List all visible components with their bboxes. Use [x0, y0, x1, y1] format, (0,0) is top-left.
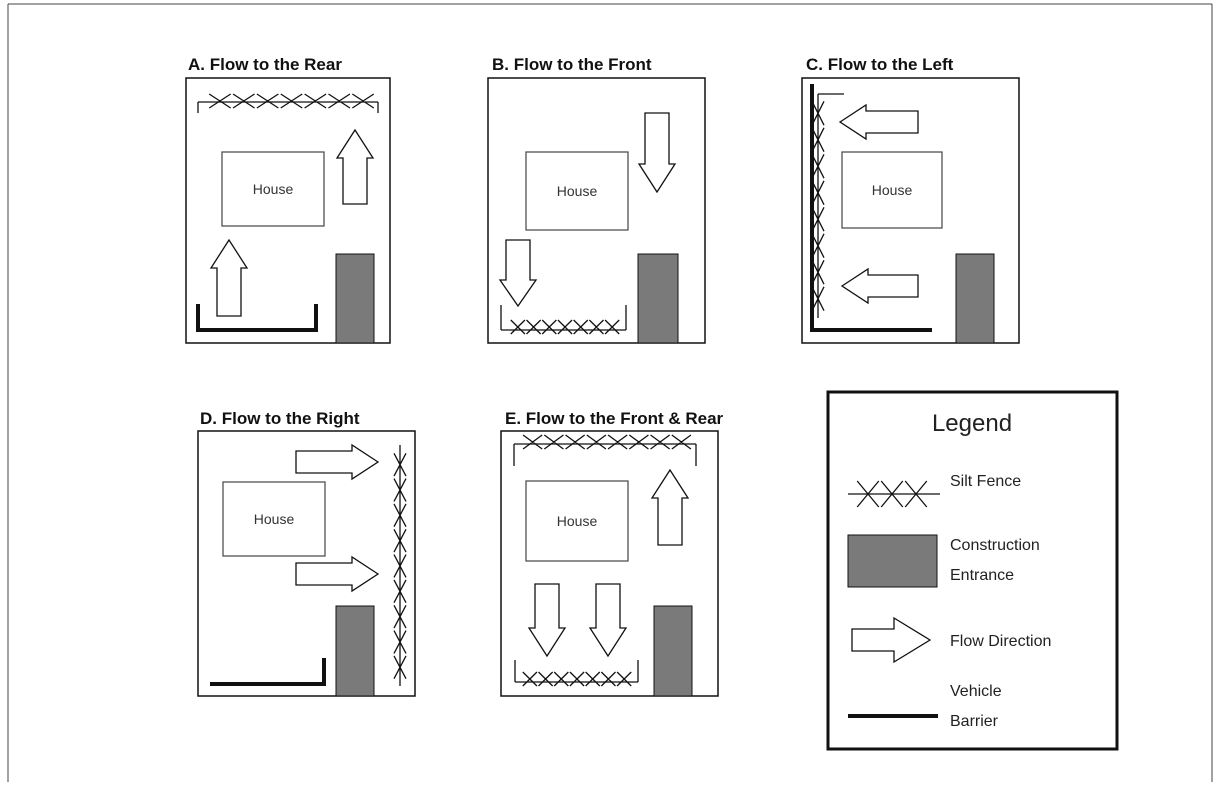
- diagram-b-title: B. Flow to the Front: [492, 55, 652, 74]
- diagram-c-vehicle-barrier: [810, 84, 932, 332]
- diagram-c-flow-arrow-left-bottom: [840, 267, 919, 305]
- diagram-c-flow-arrow-left-top: [838, 103, 919, 141]
- legend-construction-entrance-symbol: [847, 534, 938, 588]
- legend-construction-entrance-label-1: Construction: [950, 537, 1040, 554]
- diagram-d: D. Flow to the Right House: [197, 409, 416, 697]
- diagram-e-title: E. Flow to the Front & Rear: [505, 409, 724, 428]
- legend: Legend Silt Fence Construction Entrance …: [826, 390, 1119, 751]
- diagram-d-lot: [197, 430, 416, 697]
- diagram-d-house-label: House: [254, 511, 295, 527]
- legend-flow-direction-label: Flow Direction: [950, 633, 1051, 650]
- diagram-e-house: [525, 480, 629, 562]
- diagram-c-silt-fence: [811, 93, 844, 318]
- diagram-c-house: [841, 151, 943, 229]
- diagram-a-vehicle-barrier: [196, 304, 318, 332]
- diagram-c-lot: [801, 77, 1020, 344]
- legend-vehicle-barrier-label-1: Vehicle: [950, 683, 1002, 700]
- diagram-e: E. Flow to the Front & Rear House: [500, 409, 724, 697]
- diagram-d-flow-arrow-right-top: [295, 443, 380, 481]
- diagram-a-house-label: House: [253, 181, 294, 197]
- diagram-a-house: [221, 151, 325, 227]
- diagram-b-flow-arrow-down-right: [637, 112, 677, 194]
- diagram-a-construction-entrance: [335, 253, 375, 344]
- diagram-b: B. Flow to the Front House: [487, 55, 706, 344]
- legend-silt-fence-label: Silt Fence: [950, 473, 1021, 490]
- diagram-b-construction-entrance: [637, 253, 679, 344]
- diagram-c-construction-entrance: [955, 253, 995, 344]
- diagram-b-silt-fence: [500, 305, 627, 335]
- diagram-a-flow-arrow-up-left: [209, 238, 249, 317]
- legend-title: Legend: [932, 410, 1012, 437]
- diagram-e-house-label: House: [557, 513, 598, 529]
- diagram-b-flow-arrow-down-left: [498, 239, 538, 308]
- legend-construction-entrance-label-2: Entrance: [950, 567, 1014, 584]
- legend-flow-direction-symbol: [851, 616, 932, 664]
- diagram-b-house-label: House: [557, 183, 598, 199]
- diagram-a-title: A. Flow to the Rear: [188, 55, 342, 74]
- diagram-c-title: C. Flow to the Left: [806, 55, 954, 74]
- diagram-e-silt-fence-rear: [513, 434, 697, 466]
- diagram-a-flow-arrow-up-right: [335, 128, 375, 205]
- diagram-d-silt-fence: [393, 445, 407, 686]
- diagram-c: C. Flow to the Left House: [801, 55, 1020, 344]
- diagram-e-lot: [500, 430, 719, 697]
- legend-silt-fence-symbol: [848, 480, 940, 508]
- diagram-e-flow-arrow-up: [650, 468, 690, 546]
- diagram-d-title: D. Flow to the Right: [200, 409, 360, 428]
- diagram-b-house: [525, 151, 629, 231]
- diagram-d-construction-entrance: [335, 605, 375, 697]
- diagram-c-house-label: House: [872, 182, 913, 198]
- diagram-e-flow-arrow-down-left: [527, 583, 567, 658]
- diagram-d-flow-arrow-right-bottom: [295, 555, 380, 593]
- diagram-e-silt-fence-front: [514, 660, 639, 687]
- legend-vehicle-barrier-label-2: Barrier: [950, 713, 999, 730]
- diagram-a-silt-fence: [197, 93, 379, 113]
- diagram-b-lot: [487, 77, 706, 344]
- diagram-d-vehicle-barrier: [210, 658, 326, 686]
- diagram-a-lot: [185, 77, 391, 344]
- diagram-e-construction-entrance: [653, 605, 693, 697]
- diagram-d-house: [222, 481, 326, 557]
- diagram-a: A. Flow to the Rear House: [185, 55, 391, 344]
- diagram-e-flow-arrow-down-right: [588, 583, 628, 658]
